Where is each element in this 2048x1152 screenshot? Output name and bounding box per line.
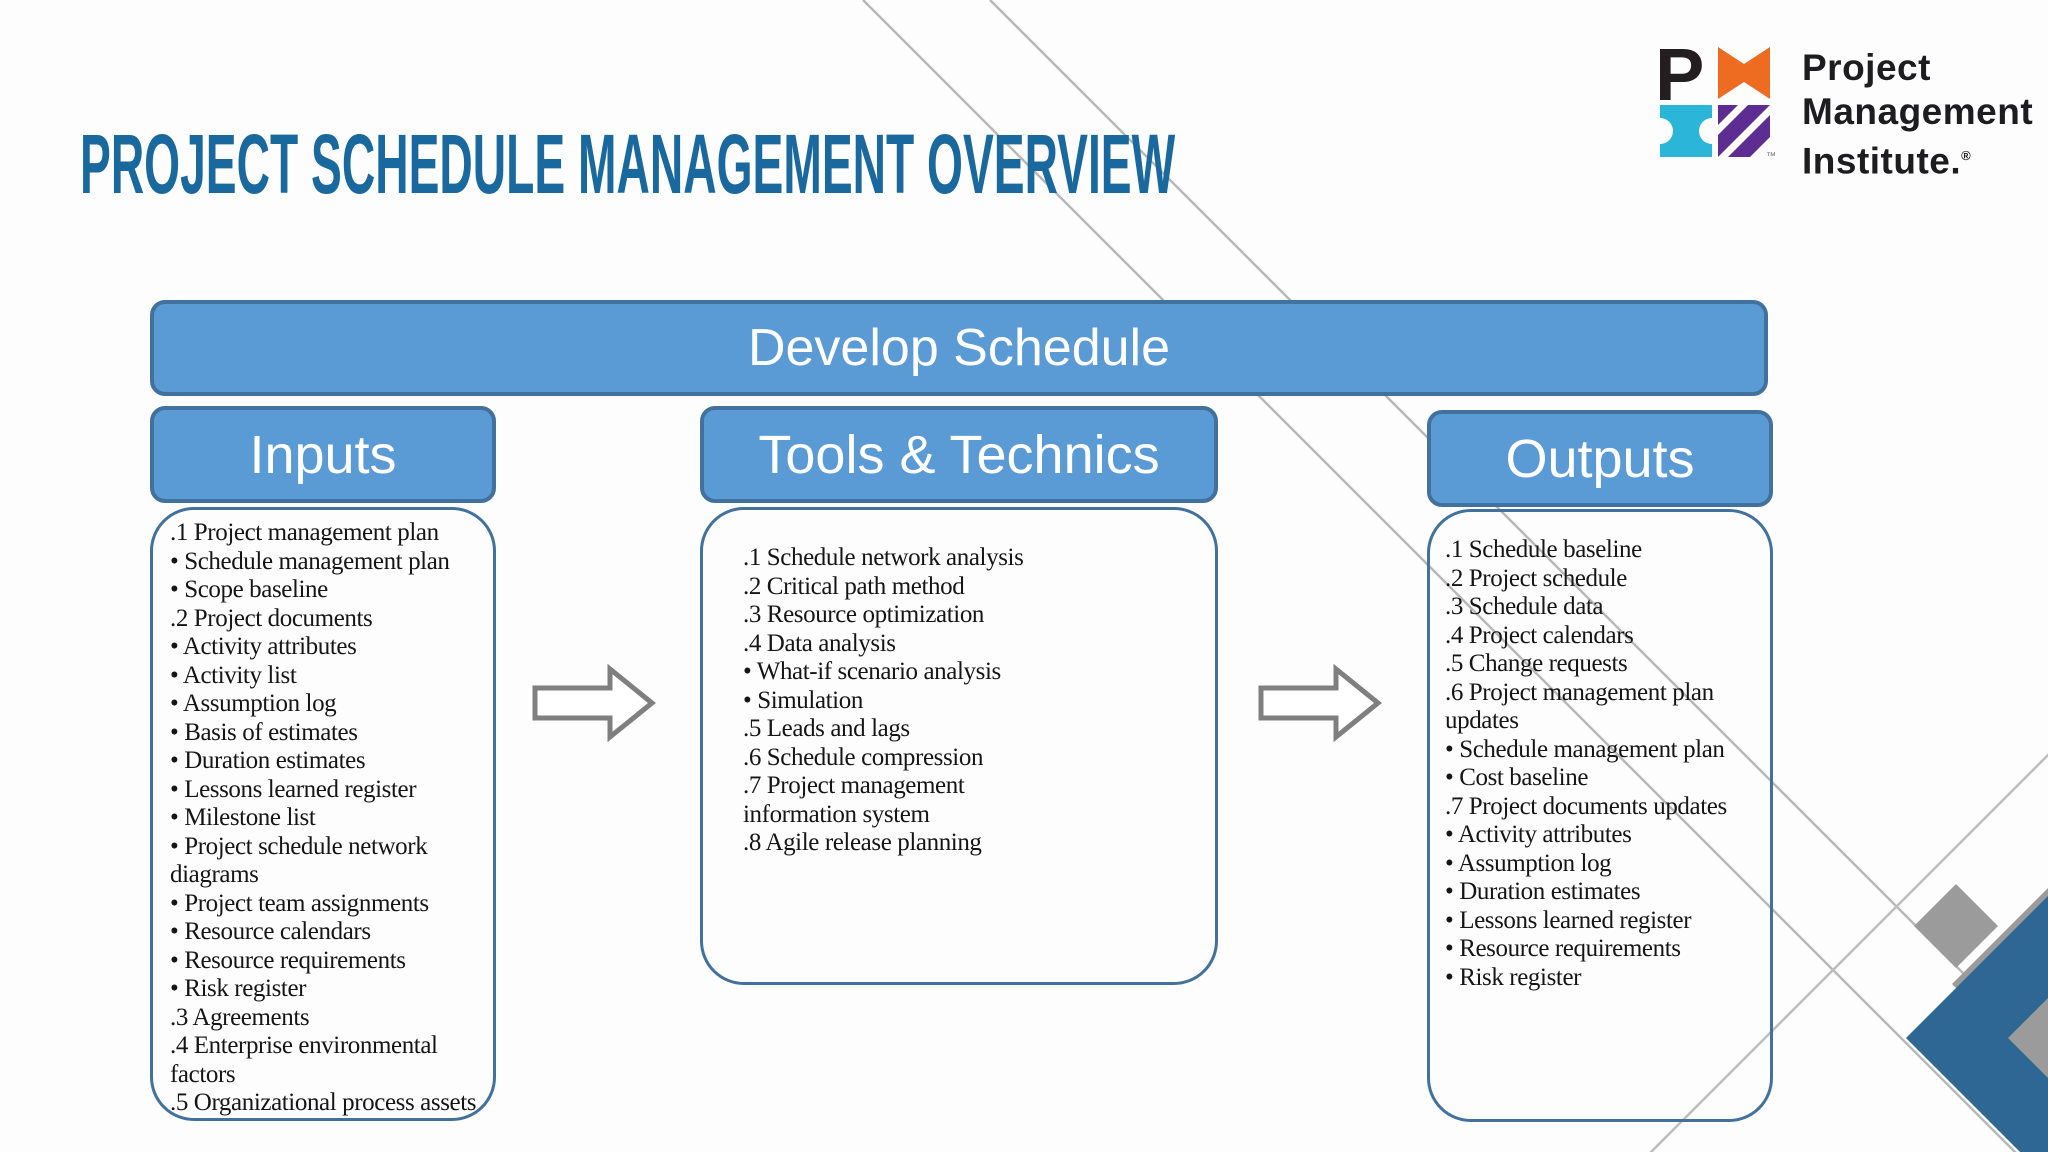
- logo-word: Management: [1802, 91, 2034, 132]
- page-title: PROJECT SCHEDULE MANAGEMENT OVERVIEW: [80, 117, 1176, 211]
- list-item: • Resource requirements: [170, 946, 406, 974]
- list-item: • Resource requirements: [1445, 935, 1681, 962]
- logo-word: Project: [1802, 47, 1931, 88]
- logo-word-text: Institute.: [1802, 140, 1962, 182]
- list-item: • What-if scenario analysis: [743, 658, 1001, 685]
- tools-list: .1 Schedule network analysis.2 Critical …: [703, 510, 1215, 858]
- inputs-box: .1 Project management plan• Schedule man…: [150, 507, 496, 1121]
- flow-arrow-icon: [532, 664, 656, 742]
- list-item: • Schedule management plan: [170, 547, 450, 575]
- list-item: .3 Agreements: [170, 1003, 310, 1031]
- trademark-symbol: ™: [1766, 151, 1776, 160]
- list-item: • Assumption log: [1445, 849, 1612, 877]
- pmi-logo-wordmark: Project Management Institute.®: [1802, 46, 2033, 183]
- outputs-list: .1 Schedule baseline.2 Project schedule.…: [1430, 512, 1770, 992]
- list-item: • Basis of estimates: [170, 718, 358, 746]
- list-item: .4 Data analysis: [743, 629, 896, 657]
- diamond-decoration: [1914, 884, 1998, 968]
- list-item: • Project team assignments: [170, 889, 429, 917]
- pmi-stripes-glyph: [1718, 105, 1770, 157]
- list-item: .4 Project calendars: [1445, 621, 1634, 649]
- list-item: .5 Leads and lags: [743, 715, 910, 742]
- list-item: • Activity list: [170, 661, 297, 689]
- tools-box: .1 Schedule network analysis.2 Critical …: [700, 507, 1218, 985]
- list-item: .2 Project schedule: [1445, 564, 1627, 592]
- list-item: • Resource calendars: [170, 918, 371, 945]
- pmi-logo: P ™ Project Management Institute.®: [1660, 44, 2033, 183]
- diagonal-line: [862, 0, 2017, 1152]
- inputs-list: .1 Project management plan• Schedule man…: [153, 510, 493, 1118]
- list-item: .3 Resource optimization: [743, 601, 985, 628]
- list-item: • Simulation: [743, 686, 863, 714]
- list-item: • Lessons learned register: [170, 775, 417, 803]
- list-item: • Milestone list: [170, 804, 316, 831]
- list-item: • Risk register: [1445, 963, 1582, 991]
- tools-header-label: Tools & Technics: [758, 424, 1160, 485]
- outputs-header-label: Outputs: [1505, 428, 1695, 489]
- pmi-m-glyph: [1744, 47, 1770, 99]
- list-item: • Scope baseline: [170, 576, 328, 603]
- outputs-box: .1 Schedule baseline.2 Project schedule.…: [1427, 509, 1773, 1122]
- list-item: .1 Schedule baseline: [1445, 536, 1642, 563]
- list-item: • Schedule management plan: [1445, 735, 1725, 763]
- list-item: • Activity attributes: [170, 633, 357, 660]
- list-item: .8 Agile release planning: [743, 829, 982, 856]
- list-item: .2 Project documents: [170, 604, 373, 632]
- list-item: • Assumption log: [170, 690, 337, 717]
- list-item: .1 Project management plan: [170, 519, 439, 546]
- list-item: .2 Critical path method: [743, 572, 965, 600]
- pmi-i-glyph: [1660, 105, 1725, 157]
- list-item: .7 Project documents updates: [1445, 792, 1727, 820]
- pmi-p-glyph: P: [1660, 44, 1704, 116]
- registered-symbol: ®: [1961, 148, 1972, 163]
- list-item: .5 Change requests: [1445, 650, 1628, 677]
- list-item: • Risk register: [170, 975, 307, 1002]
- list-item: .3 Schedule data: [1445, 593, 1604, 620]
- list-item: • Lessons learned register: [1445, 906, 1692, 934]
- inputs-header: Inputs: [150, 406, 496, 503]
- list-item: .4 Enterprise environmental factors: [170, 1032, 438, 1088]
- list-item: • Duration estimates: [1445, 878, 1641, 905]
- list-item: .1 Schedule network analysis: [743, 544, 1024, 571]
- list-item: .6 Project management plan updates: [1445, 678, 1714, 735]
- diagonal-line: [1649, 753, 2048, 1152]
- outputs-header: Outputs: [1427, 410, 1773, 507]
- pmi-m-glyph: [1718, 47, 1744, 99]
- list-item: .5 Organizational process assets: [170, 1089, 477, 1116]
- flow-arrow-icon: [1258, 664, 1382, 742]
- develop-schedule-banner: Develop Schedule: [150, 300, 1768, 396]
- inputs-header-label: Inputs: [249, 424, 397, 485]
- list-item: .7 Project management information system: [743, 772, 965, 828]
- chevron-decoration-blue: [1906, 896, 2048, 1152]
- logo-word: Institute.®: [1802, 134, 2033, 183]
- pmi-logo-mark-icon: P ™: [1660, 44, 1776, 160]
- list-item: • Activity attributes: [1445, 821, 1632, 848]
- banner-label: Develop Schedule: [747, 319, 1171, 377]
- tools-header: Tools & Technics: [700, 406, 1218, 503]
- list-item: .6 Schedule compression: [743, 743, 984, 771]
- list-item: • Cost baseline: [1445, 764, 1589, 791]
- list-item: • Duration estimates: [170, 747, 366, 774]
- list-item: • Project schedule network diagrams: [170, 832, 428, 889]
